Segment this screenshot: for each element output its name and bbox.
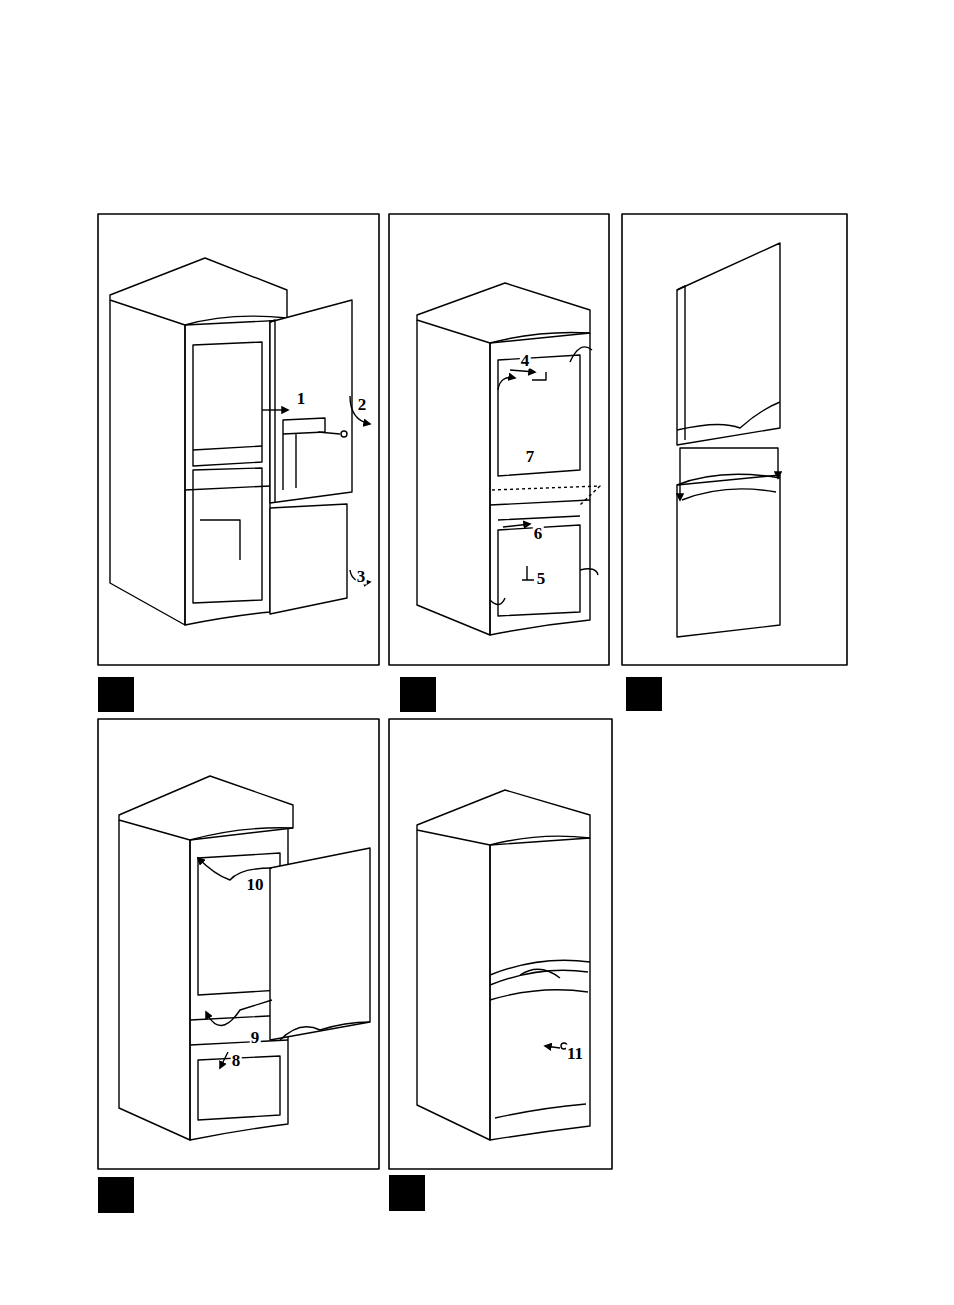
callout-number: 2 [357, 396, 368, 413]
step-marker [98, 677, 662, 1213]
callout-number: 6 [533, 525, 544, 542]
panel-frame [98, 214, 379, 665]
callout-number: 5 [536, 570, 547, 587]
fridge-rehang [119, 776, 370, 1140]
callout-number: 1 [296, 390, 307, 407]
callout-number: 9 [250, 1029, 261, 1046]
callout-number: 10 [246, 876, 265, 893]
fridge-closed [417, 790, 590, 1140]
callout-number: 8 [231, 1052, 242, 1069]
fridge-open [110, 258, 370, 625]
callout-number: 3 [356, 568, 367, 585]
panel-frame [389, 719, 612, 1169]
door-pair [677, 243, 780, 637]
fridge-body [417, 283, 600, 635]
panel-frame [622, 214, 847, 665]
callout-number: 11 [566, 1045, 584, 1062]
panel-frame [98, 719, 379, 1169]
panel-frame [389, 214, 609, 665]
callout-number: 7 [525, 448, 536, 465]
callout-number: 4 [520, 352, 531, 369]
